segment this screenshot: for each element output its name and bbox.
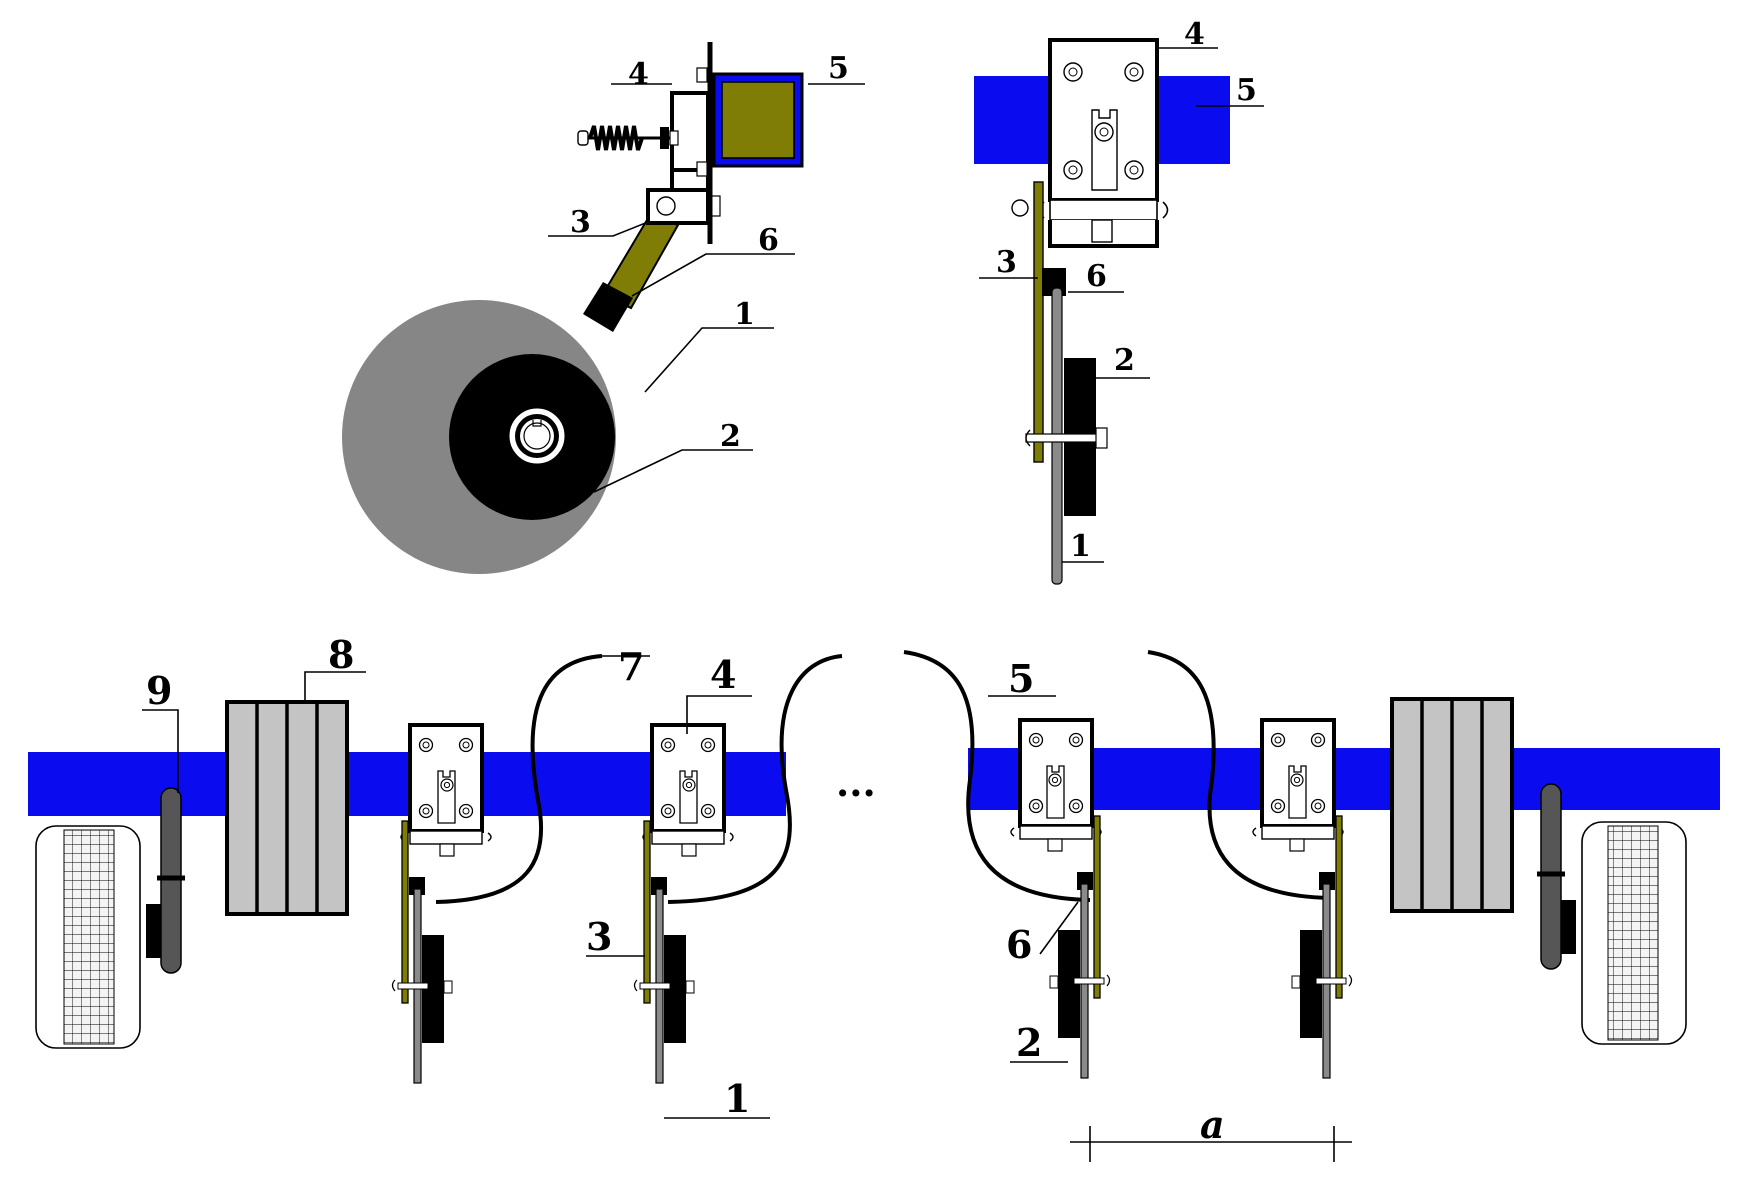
- cable-group: [435, 650, 1331, 904]
- label-bracket-rear: 4: [710, 652, 736, 697]
- label-arm-side: 3: [570, 205, 591, 240]
- label-bracket-front: 4: [1184, 17, 1205, 52]
- front-view: 4 5 3 6 2 1: [974, 17, 1264, 585]
- ellipsis: ...: [836, 760, 876, 805]
- label-roller-front: 2: [1114, 343, 1135, 378]
- wheel-left: [36, 788, 185, 1048]
- label-clamp-rear: 6: [1006, 922, 1032, 967]
- ballast-right: [1390, 697, 1514, 913]
- label-arm-front: 3: [996, 245, 1017, 280]
- label-disc-side: 1: [734, 297, 755, 332]
- label-beam-front: 5: [1236, 73, 1257, 108]
- label-disc-rear: 1: [724, 1076, 750, 1121]
- spring-side: [588, 125, 644, 151]
- rear-view: ... a 9 8 7 4 5 3 6 2 1: [28, 632, 1720, 1162]
- label-roller-rear: 2: [1016, 1020, 1042, 1065]
- label-wheel-post: 9: [146, 668, 172, 713]
- arm-front: [1033, 181, 1044, 463]
- wheel-right: [1537, 784, 1686, 1044]
- label-clamp-front: 6: [1086, 259, 1107, 294]
- label-spacing: a: [1200, 1102, 1225, 1147]
- label-disc-front: 1: [1070, 529, 1091, 564]
- label-beam-rear: 5: [1008, 656, 1034, 701]
- label-arm-rear: 3: [586, 914, 612, 959]
- label-cable: 7: [618, 644, 644, 689]
- clamp-side: [583, 282, 633, 332]
- spacing-dimension: a: [1070, 1102, 1352, 1162]
- bracket-front: [1011, 38, 1169, 248]
- label-clamp-side: 6: [758, 223, 779, 258]
- ballast-left: [225, 700, 349, 916]
- label-roller-side: 2: [720, 419, 741, 454]
- side-view: 4 5 3 6 1 2: [342, 42, 865, 574]
- label-bracket-side: 4: [628, 57, 649, 92]
- label-beam-side: 5: [828, 51, 849, 86]
- label-ballast: 8: [328, 632, 354, 677]
